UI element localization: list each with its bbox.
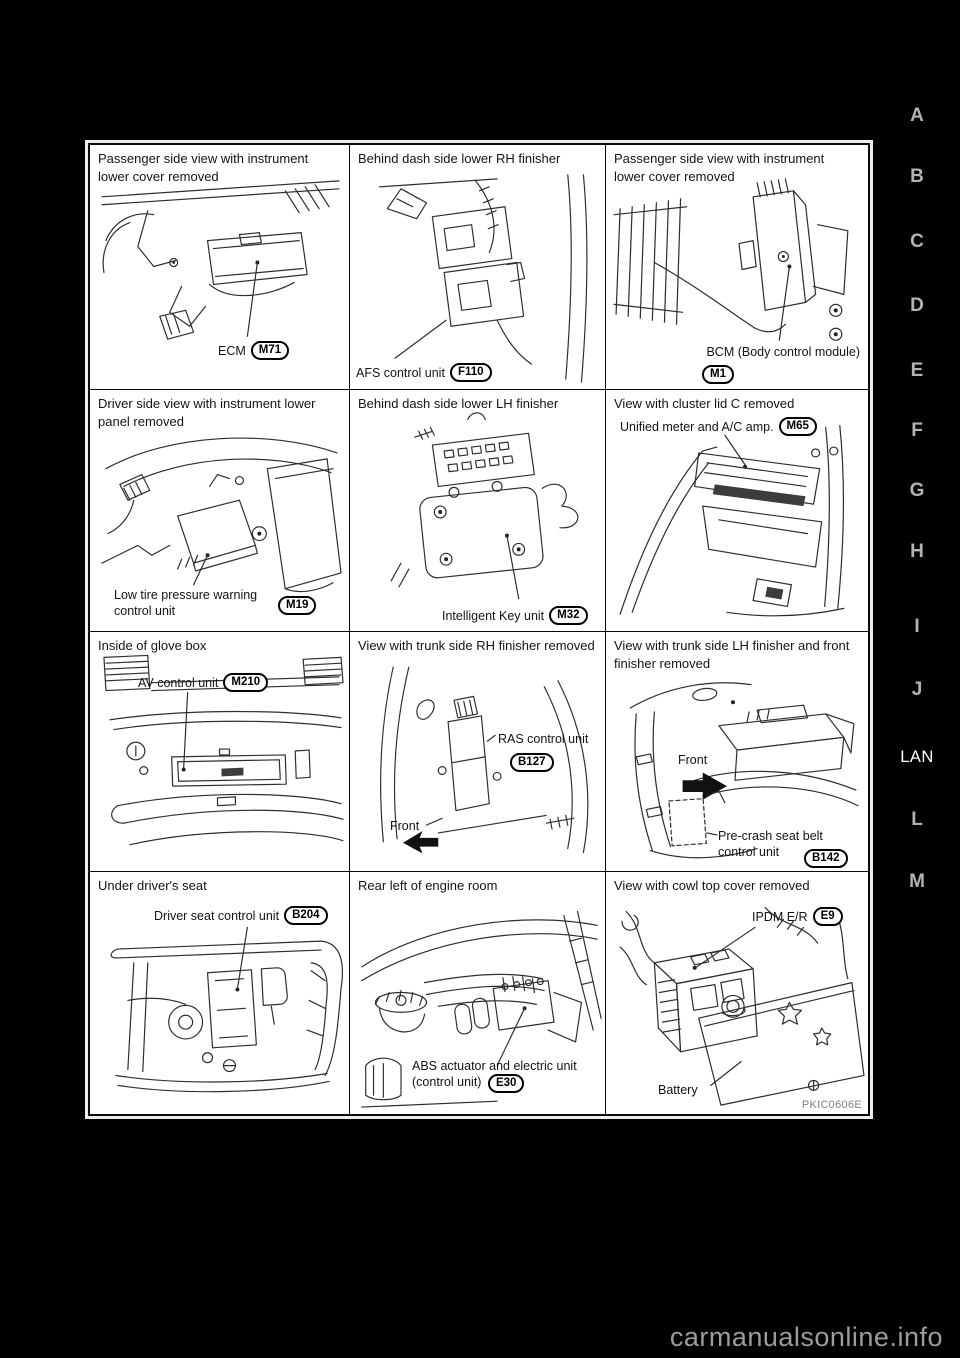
location-grid: Passenger side view with instrument lowe… — [90, 145, 868, 1114]
illustration-abs-actuator-location — [361, 910, 602, 1108]
side-tab-e: E — [910, 360, 924, 381]
component-label-driver-seat: Driver seat control unit — [154, 908, 280, 923]
component-label-bcm: BCM (Body control module) — [706, 345, 860, 359]
component-location-figure: Passenger side view with instrument lowe… — [85, 140, 873, 1119]
cell-intelligent-key-unit: Behind dash side lower LH finisher Intel… — [350, 390, 606, 632]
illustration-pre-crash-unit-location — [629, 682, 859, 859]
cell-unified-meter-ac-amp: View with cluster lid C removed Unified … — [606, 390, 868, 632]
view-caption: Under driver's seat — [98, 878, 207, 893]
view-caption: Behind dash side lower LH finisher — [358, 396, 559, 411]
connector-code-badge: M210 — [223, 673, 269, 692]
component-label-afs: AFS control unit — [356, 365, 445, 380]
component-label-unified-meter: Unified meter and A/C amp. — [620, 419, 774, 434]
side-tab-h: H — [910, 541, 924, 562]
side-tab-g: G — [909, 480, 925, 501]
connector-code-badge: M71 — [250, 341, 290, 360]
cell-pre-crash-seat-belt-unit: View with trunk side LH finisher and fro… — [606, 632, 868, 872]
view-caption: Driver side view with instrument lower p… — [98, 396, 316, 429]
front-direction-label: Front — [390, 819, 420, 833]
component-label-ras: RAS control unit — [498, 732, 589, 746]
illustration-driver-seat-unit-location — [110, 926, 344, 1093]
side-tab-f: F — [911, 420, 923, 441]
view-caption: View with trunk side LH finisher and fro… — [614, 638, 850, 671]
side-tab-l: L — [911, 809, 923, 830]
connector-code-badge: B204 — [284, 906, 328, 925]
view-caption: Inside of glove box — [98, 638, 207, 653]
cell-abs-actuator: Rear left of engine room ABS actuator an… — [350, 872, 606, 1114]
view-caption: Behind dash side lower RH finisher — [358, 151, 561, 166]
side-tab-c: C — [910, 231, 924, 252]
watermark: carmanualsonline.info — [669, 1322, 943, 1352]
cell-driver-seat-control-unit: Under driver's seat Driver seat control … — [90, 872, 350, 1114]
side-tab-m: M — [909, 871, 925, 892]
cell-ecm: Passenger side view with instrument lowe… — [90, 145, 350, 390]
connector-code-badge: M32 — [549, 606, 588, 625]
side-tab-b: B — [910, 166, 924, 187]
component-label-av-unit: AV control unit — [138, 675, 219, 690]
cell-bcm: Passenger side view with instrument lowe… — [606, 145, 868, 390]
side-tab-i: I — [914, 616, 920, 637]
side-tab-d: D — [910, 295, 924, 316]
component-label-intelligent-key: Intelligent Key unit — [442, 608, 545, 623]
section-label-lan: LAN — [900, 748, 934, 766]
illustration-ipdm-location — [619, 906, 865, 1106]
connector-code-badge: B142 — [804, 849, 848, 868]
figure-code: PKIC0606E — [801, 1099, 862, 1111]
illustration-unified-meter-location — [619, 424, 845, 617]
connector-code-badge: B127 — [510, 753, 554, 772]
front-arrow-right-icon — [682, 772, 727, 800]
connector-code-badge: M1 — [702, 365, 734, 384]
cell-low-tire-pressure-unit: Driver side view with instrument lower p… — [90, 390, 350, 632]
view-caption: View with trunk side RH finisher removed — [358, 638, 595, 653]
connector-code-badge: F110 — [449, 363, 492, 382]
connector-code-badge: M19 — [278, 596, 317, 615]
cell-av-control-unit: Inside of glove box AV control unit M210 — [90, 632, 350, 872]
front-arrow-left-icon — [402, 831, 439, 854]
illustration-ecm-location — [101, 180, 340, 340]
component-label-ecm: ECM — [218, 343, 246, 358]
illustration-low-tire-pressure-location — [101, 437, 342, 593]
cell-afs-control-unit: Behind dash side lower RH finisher AFS c… — [350, 145, 606, 390]
view-caption: View with cluster lid C removed — [614, 396, 795, 411]
component-label-battery: Battery — [658, 1083, 698, 1097]
illustration-bcm-location — [613, 178, 849, 341]
connector-code-badge: E9 — [812, 907, 843, 926]
front-direction-label: Front — [678, 753, 708, 767]
component-label-ipdm: IPDM E/R — [752, 909, 808, 924]
side-tab-a: A — [910, 105, 924, 126]
cell-ras-control-unit: View with trunk side RH finisher removed… — [350, 632, 606, 872]
cell-ipdm-er: View with cowl top cover removed IPDM E/… — [606, 872, 868, 1114]
component-label-pre-crash: Pre-crash seat belt control unit — [718, 829, 823, 859]
illustration-ras-unit-location — [380, 666, 589, 854]
component-label-low-tire: Low tire pressure warning control unit — [114, 588, 258, 618]
view-caption: View with cowl top cover removed — [614, 878, 810, 893]
illustration-afs-location — [378, 174, 588, 383]
illustration-av-unit-location — [103, 654, 344, 846]
illustration-intelligent-key-location — [390, 412, 579, 600]
view-caption: Rear left of engine room — [358, 878, 498, 893]
side-tab-j: J — [911, 679, 923, 700]
view-caption: Passenger side view with instrument lowe… — [98, 151, 309, 184]
connector-code-badge: M65 — [778, 417, 817, 436]
view-caption: Passenger side view with instrument lowe… — [614, 151, 825, 184]
connector-code-badge: E30 — [487, 1074, 525, 1093]
component-label-abs: ABS actuator and electric unit (control … — [412, 1059, 577, 1089]
